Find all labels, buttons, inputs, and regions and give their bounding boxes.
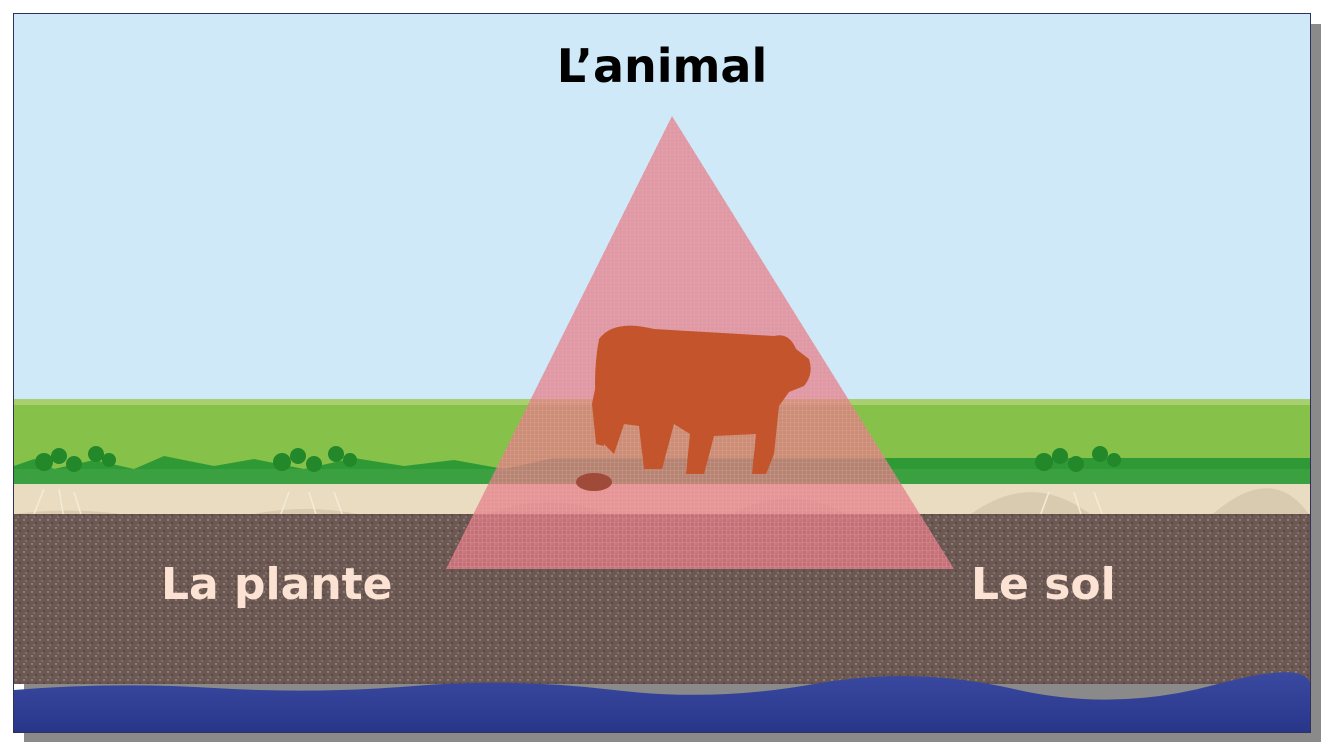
label-soil: Le sol (971, 559, 1116, 610)
scene (14, 14, 1310, 732)
label-plant: La plante (161, 559, 393, 610)
label-animal: L’animal (14, 39, 1310, 93)
diagram-frame: L’animal La plante Le sol (13, 13, 1311, 733)
